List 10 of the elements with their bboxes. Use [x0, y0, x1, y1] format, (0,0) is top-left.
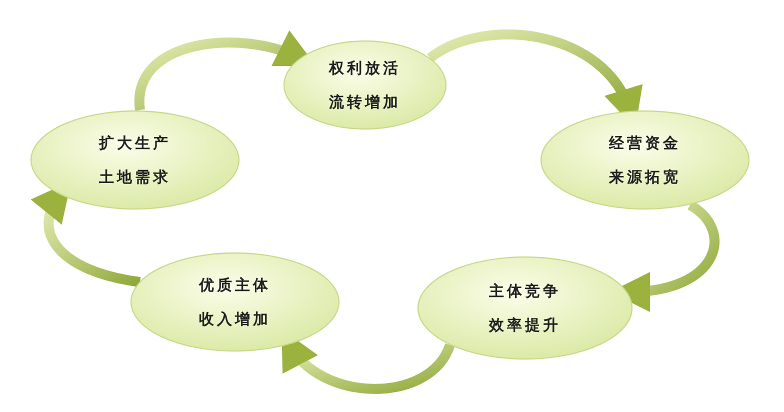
ellipse-node [540, 110, 750, 210]
ellipse-node [417, 256, 633, 360]
node-text: 权利放活流转增加 [328, 58, 402, 113]
ellipse-node [130, 252, 340, 352]
node-text: 主体竞争效率提升 [488, 281, 562, 336]
ellipse-node [283, 40, 447, 130]
node-text: 扩大生产土地需求 [98, 133, 172, 188]
node-text: 优质主体收入增加 [198, 275, 272, 330]
ellipse-node [30, 110, 240, 210]
node-text: 经营资金来源拓宽 [608, 133, 682, 188]
